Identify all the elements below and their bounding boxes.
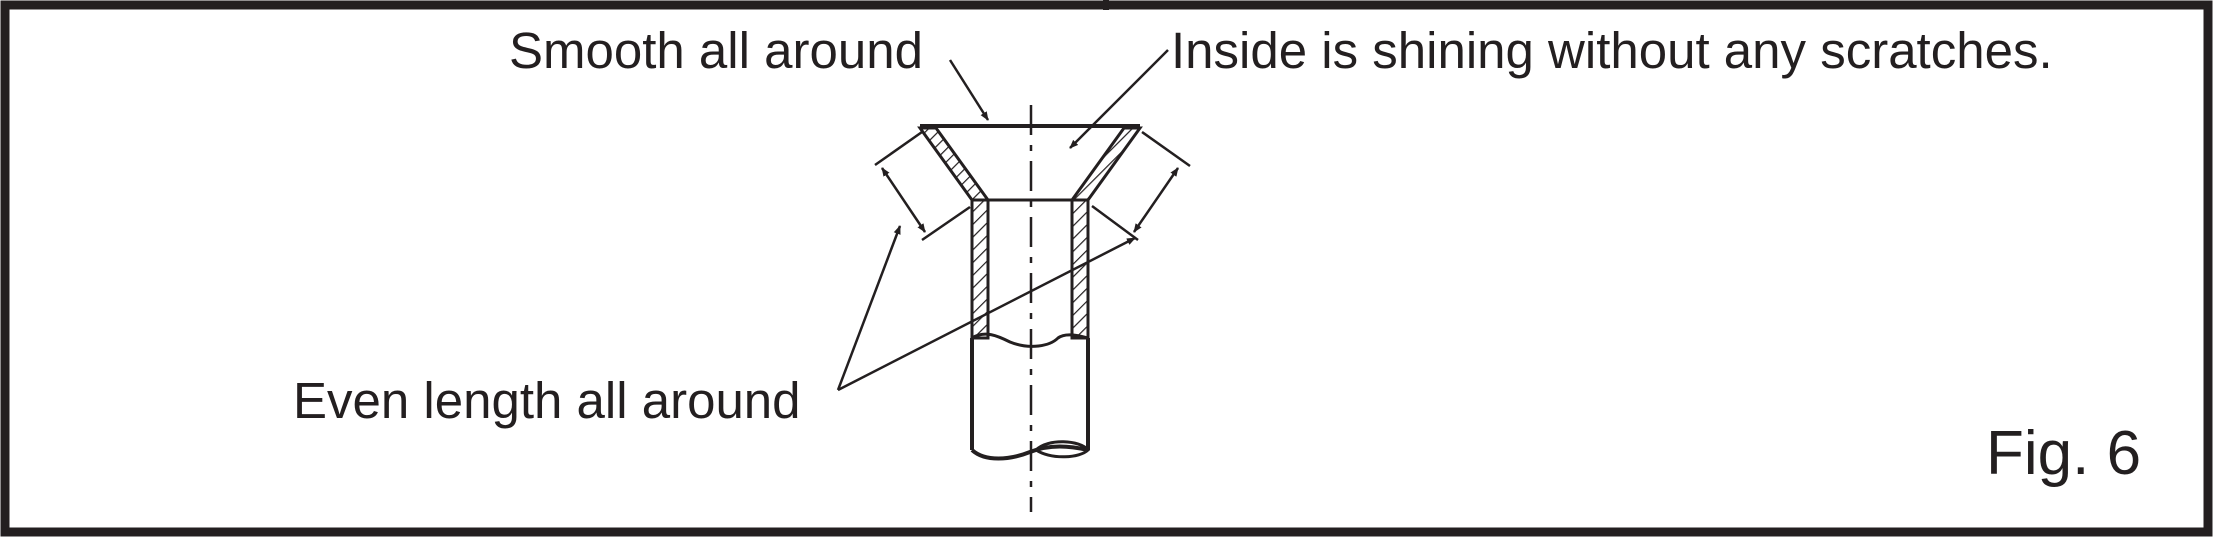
tube-wall-left — [970, 198, 990, 340]
label-inside-shining: Inside is shining without any scratches. — [1171, 22, 2053, 79]
dim-arrow-right — [1132, 167, 1180, 233]
dim-extension-left-top — [874, 130, 923, 167]
label-even-length: Even length all around — [293, 372, 801, 429]
dim-extension-right-top — [1141, 130, 1191, 168]
leader-even-right — [837, 236, 1136, 392]
label-smooth-all-around: Smooth all around — [509, 22, 923, 79]
figure-caption: Fig. 6 — [1986, 419, 2142, 488]
section-break-line — [971, 332, 1089, 348]
dim-extension-right-bottom — [1091, 204, 1139, 242]
dim-arrow-left — [880, 167, 927, 233]
leader-even-left — [836, 225, 902, 391]
flare-wall-right — [1069, 126, 1143, 202]
leader-inside — [1069, 49, 1169, 149]
dim-extension-left-bottom — [921, 205, 971, 242]
tube-break-loop — [1033, 440, 1091, 459]
flare-wall-left — [917, 126, 991, 202]
leader-smooth — [948, 59, 990, 121]
